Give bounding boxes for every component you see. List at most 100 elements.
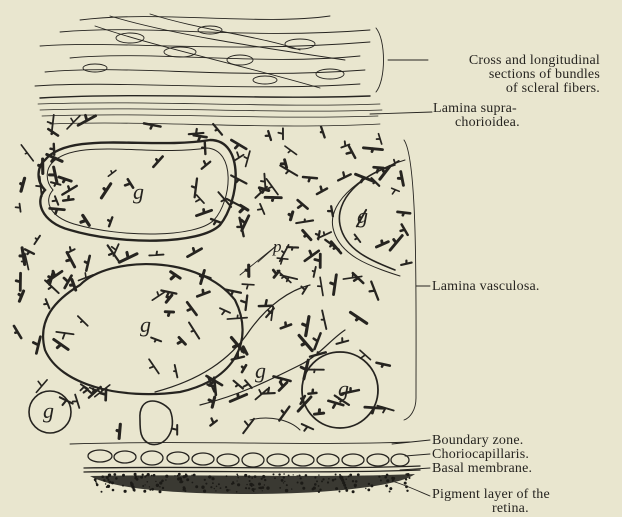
vessel-letter-g: g <box>43 398 54 423</box>
pigment-granule <box>284 481 285 482</box>
pigment-granule <box>262 475 265 478</box>
choriocapillaris <box>88 450 409 467</box>
pigment-granule <box>112 489 115 492</box>
pigment-granule <box>322 478 324 480</box>
pigment-granule <box>262 490 263 491</box>
pigment-granule <box>348 475 350 477</box>
pigment-granule <box>178 473 181 476</box>
pigment-cell <box>244 151 250 166</box>
pigment-cell <box>34 236 40 244</box>
pigment-granule <box>203 490 206 493</box>
pigment-granule <box>328 478 330 480</box>
pigment-cell <box>363 148 382 152</box>
pigment-granule <box>318 474 319 475</box>
label-supra-line-1: Lamina supra- <box>433 102 520 116</box>
vessel-letter-g: g <box>133 179 144 204</box>
pigment-cell <box>67 252 75 267</box>
pigment-granule <box>248 487 250 489</box>
pigment-cell <box>54 339 68 349</box>
pigment-cell <box>63 196 73 200</box>
pigment-granule <box>305 474 308 477</box>
pigment-granule <box>297 475 298 476</box>
pigment-cell <box>231 175 246 183</box>
pigment-granule <box>312 488 315 491</box>
pigment-granule <box>149 486 150 487</box>
pigment-granule <box>355 480 358 483</box>
pigment-cell <box>355 234 361 242</box>
label-pigment-layer: Pigment layer of the retina. <box>432 488 550 516</box>
pigment-cell <box>376 241 388 247</box>
pigment-cell <box>178 337 185 344</box>
pigment-granule <box>345 478 347 480</box>
pigment-cell <box>377 134 382 144</box>
pigment-granule <box>115 477 118 480</box>
pigment-cell <box>14 326 21 338</box>
pigment-cell <box>21 178 25 191</box>
label-scleral-line-3: of scleral fibers. <box>415 82 600 96</box>
pigment-cell <box>48 129 58 135</box>
pigment-granule <box>285 489 288 492</box>
pigment-cell <box>16 273 20 290</box>
pigment-cell <box>231 140 246 149</box>
pigment-granule <box>258 487 260 489</box>
pigment-cell <box>280 165 297 175</box>
pigment-granule <box>226 475 228 477</box>
pigment-granule <box>251 485 253 487</box>
pigment-granule <box>153 474 156 477</box>
pigment-cell <box>174 365 177 377</box>
pigment-cell <box>287 247 298 250</box>
pigment-granule <box>314 483 317 486</box>
pigment-cell <box>101 184 110 198</box>
pigment-granule <box>237 483 240 486</box>
label-lamina-vasculosa: Lamina vasculosa. <box>432 280 540 294</box>
pigment-granule <box>161 480 164 483</box>
pigment-granule <box>151 475 153 477</box>
pigment-cell <box>202 142 205 154</box>
pigment-granule <box>106 476 109 479</box>
pigment-cell <box>266 131 271 140</box>
pigment-granule <box>340 477 343 480</box>
pigment-granule <box>386 474 389 477</box>
pigment-granule <box>122 485 124 487</box>
label-basal-membrane: Basal membrane. <box>432 462 532 476</box>
pigment-granule <box>179 481 182 484</box>
pigment-granule <box>142 474 144 476</box>
vessel-letter-g: g <box>338 376 349 401</box>
pigment-granule <box>300 477 302 479</box>
pigment-cell <box>85 256 90 271</box>
pigment-cell <box>213 124 222 135</box>
pigment-granule <box>291 488 292 489</box>
pigment-cell <box>365 407 383 413</box>
pigment-granule <box>147 481 149 483</box>
label-pigment-line-2: retina. <box>432 502 550 516</box>
pigment-granule <box>208 475 211 478</box>
pigment-granule <box>384 476 387 479</box>
pigment-cell <box>165 312 173 316</box>
pigment-cell <box>234 152 243 160</box>
pigment-granule <box>143 490 146 493</box>
pigment-granule <box>248 475 251 478</box>
pigment-granule <box>297 482 299 484</box>
pigment-granule <box>264 484 265 485</box>
pigment-cell <box>220 308 230 314</box>
pigment-cell <box>67 116 80 129</box>
pigment-granule <box>321 480 323 482</box>
pigment-cell <box>401 261 411 265</box>
pigment-granule <box>205 483 207 485</box>
pigment-cell <box>392 188 400 194</box>
label-pigment-line-1: Pigment layer of the <box>432 488 550 502</box>
pigment-granule <box>274 477 276 479</box>
pigment-granule <box>111 481 114 484</box>
pigment-cell <box>285 146 297 154</box>
pigment-granule <box>352 490 355 493</box>
pigment-granule <box>96 484 99 487</box>
pigment-cell <box>265 197 281 200</box>
scleral-fibers <box>35 14 370 98</box>
pigment-cell <box>166 295 172 302</box>
pigment-cell <box>16 204 21 212</box>
pigment-granule <box>226 489 229 492</box>
pigment-cell <box>281 323 291 329</box>
pigment-cell <box>289 212 293 220</box>
pigment-granule <box>393 477 396 480</box>
pigment-cell <box>259 300 272 306</box>
